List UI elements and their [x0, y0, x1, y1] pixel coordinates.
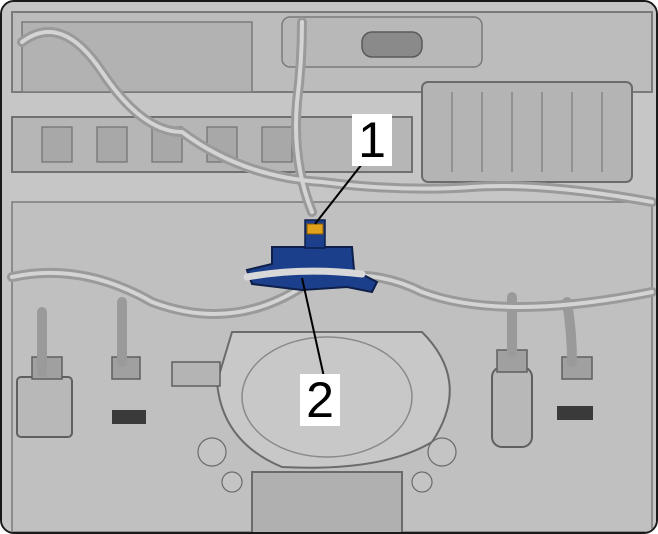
left-sensor: [171, 361, 221, 387]
leader-line-1: [314, 163, 363, 225]
control-module: [421, 81, 633, 183]
right-connector: [491, 366, 533, 448]
left-small-plug: [112, 410, 146, 424]
leader-line-2: [301, 277, 325, 378]
orange-connector: [306, 223, 324, 235]
callout-2: 2: [300, 374, 340, 426]
right-plug-top: [561, 356, 593, 380]
left-connector: [16, 376, 73, 438]
cable-over-bracket: [243, 267, 366, 281]
cover-rim: [241, 336, 413, 458]
upper-left-housing: [21, 21, 253, 93]
control-module-ribs: [451, 92, 603, 172]
right-small-plug: [557, 406, 593, 420]
callout-1: 1: [352, 114, 392, 166]
upper-connector: [361, 31, 423, 58]
bottom-housing: [251, 471, 403, 532]
bottom-bolts: [197, 437, 457, 493]
